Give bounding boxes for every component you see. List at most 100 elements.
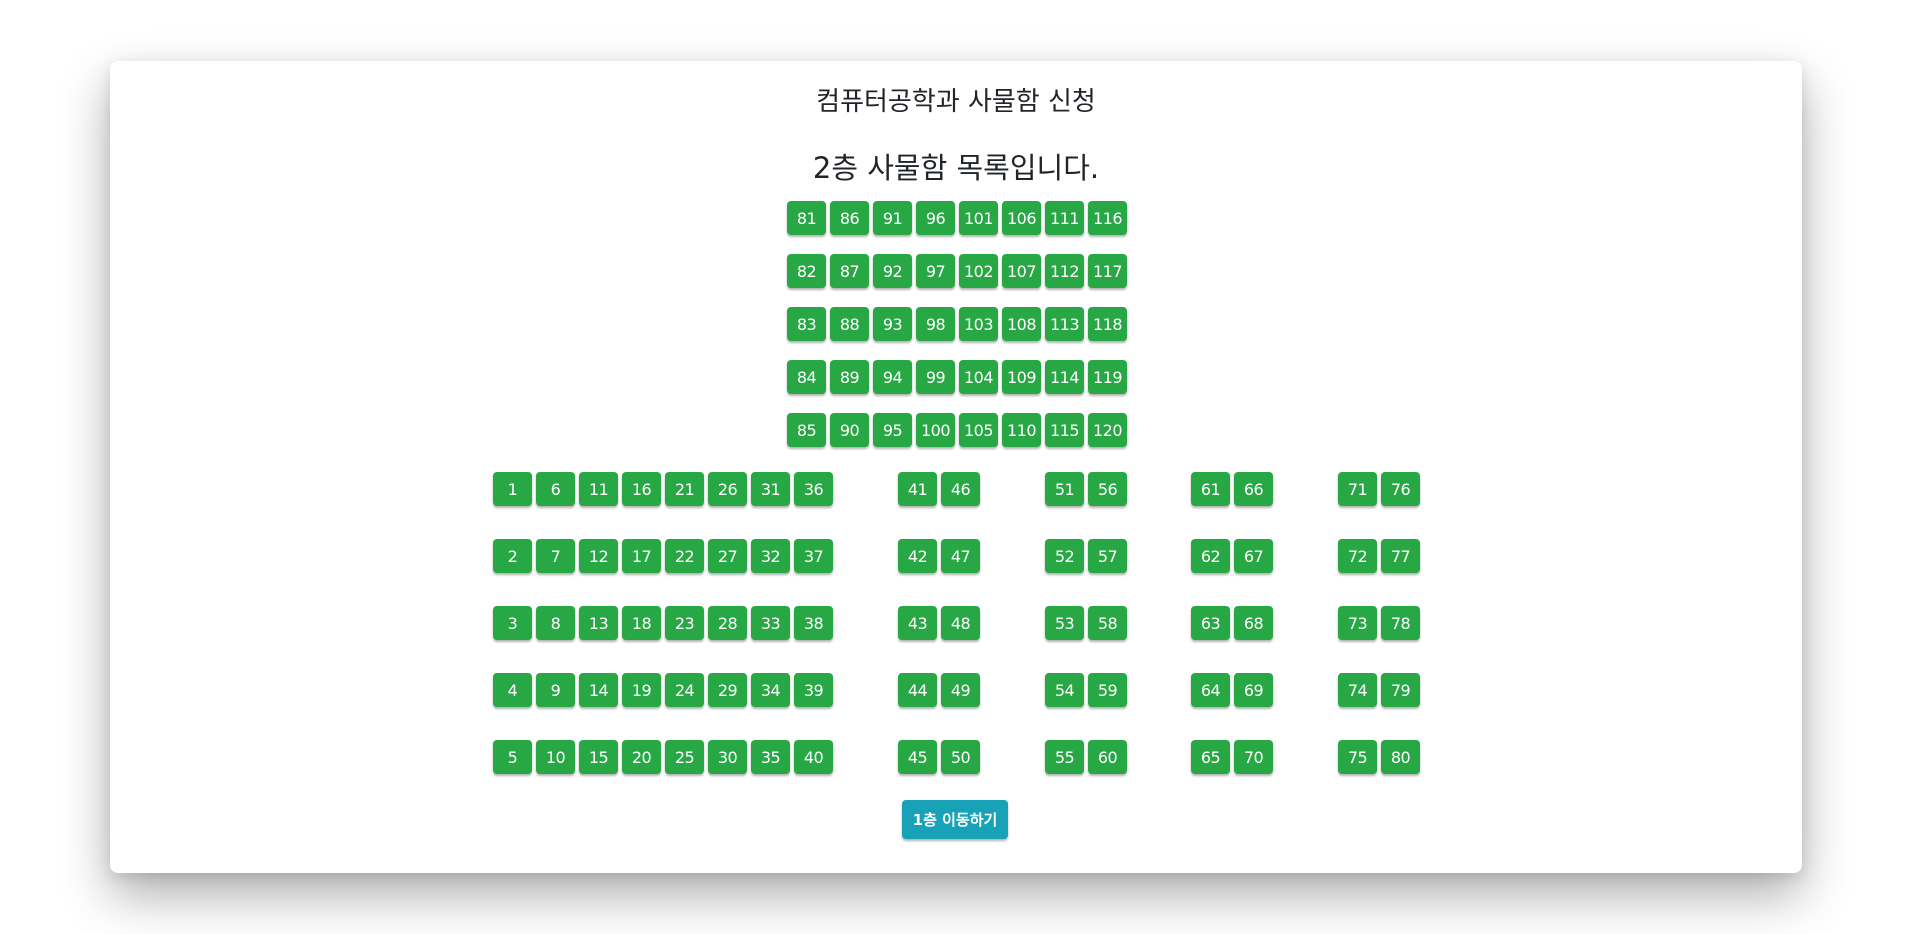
- locker-button-58[interactable]: 58: [1088, 606, 1127, 640]
- locker-button-55[interactable]: 55: [1045, 740, 1084, 774]
- locker-button-98[interactable]: 98: [916, 307, 955, 341]
- locker-button-94[interactable]: 94: [873, 360, 912, 394]
- locker-button-114[interactable]: 114: [1045, 360, 1084, 394]
- locker-button-39[interactable]: 39: [794, 673, 833, 707]
- locker-button-80[interactable]: 80: [1381, 740, 1420, 774]
- locker-button-95[interactable]: 95: [873, 413, 912, 447]
- locker-button-15[interactable]: 15: [579, 740, 618, 774]
- locker-button-81[interactable]: 81: [787, 201, 826, 235]
- locker-button-10[interactable]: 10: [536, 740, 575, 774]
- locker-button-37[interactable]: 37: [794, 539, 833, 573]
- locker-button-70[interactable]: 70: [1234, 740, 1273, 774]
- locker-button-65[interactable]: 65: [1191, 740, 1230, 774]
- locker-button-99[interactable]: 99: [916, 360, 955, 394]
- locker-button-87[interactable]: 87: [830, 254, 869, 288]
- locker-button-52[interactable]: 52: [1045, 539, 1084, 573]
- locker-button-33[interactable]: 33: [751, 606, 790, 640]
- locker-button-9[interactable]: 9: [536, 673, 575, 707]
- locker-button-19[interactable]: 19: [622, 673, 661, 707]
- locker-button-83[interactable]: 83: [787, 307, 826, 341]
- locker-button-25[interactable]: 25: [665, 740, 704, 774]
- locker-button-3[interactable]: 3: [493, 606, 532, 640]
- locker-button-22[interactable]: 22: [665, 539, 704, 573]
- locker-button-115[interactable]: 115: [1045, 413, 1084, 447]
- locker-button-96[interactable]: 96: [916, 201, 955, 235]
- locker-button-11[interactable]: 11: [579, 472, 618, 506]
- locker-button-100[interactable]: 100: [916, 413, 955, 447]
- locker-button-51[interactable]: 51: [1045, 472, 1084, 506]
- locker-button-72[interactable]: 72: [1338, 539, 1377, 573]
- locker-button-40[interactable]: 40: [794, 740, 833, 774]
- locker-button-29[interactable]: 29: [708, 673, 747, 707]
- locker-button-23[interactable]: 23: [665, 606, 704, 640]
- locker-button-116[interactable]: 116: [1088, 201, 1127, 235]
- locker-button-63[interactable]: 63: [1191, 606, 1230, 640]
- locker-button-90[interactable]: 90: [830, 413, 869, 447]
- locker-button-44[interactable]: 44: [898, 673, 937, 707]
- locker-button-21[interactable]: 21: [665, 472, 704, 506]
- locker-button-43[interactable]: 43: [898, 606, 937, 640]
- locker-button-118[interactable]: 118: [1088, 307, 1127, 341]
- locker-button-78[interactable]: 78: [1381, 606, 1420, 640]
- locker-button-61[interactable]: 61: [1191, 472, 1230, 506]
- locker-button-119[interactable]: 119: [1088, 360, 1127, 394]
- locker-button-75[interactable]: 75: [1338, 740, 1377, 774]
- locker-button-32[interactable]: 32: [751, 539, 790, 573]
- locker-button-85[interactable]: 85: [787, 413, 826, 447]
- locker-button-71[interactable]: 71: [1338, 472, 1377, 506]
- move-to-floor-1-button[interactable]: 1층 이동하기: [902, 800, 1008, 839]
- locker-button-73[interactable]: 73: [1338, 606, 1377, 640]
- locker-button-30[interactable]: 30: [708, 740, 747, 774]
- locker-button-120[interactable]: 120: [1088, 413, 1127, 447]
- locker-button-17[interactable]: 17: [622, 539, 661, 573]
- locker-button-89[interactable]: 89: [830, 360, 869, 394]
- locker-button-77[interactable]: 77: [1381, 539, 1420, 573]
- locker-button-106[interactable]: 106: [1002, 201, 1041, 235]
- locker-button-62[interactable]: 62: [1191, 539, 1230, 573]
- locker-button-57[interactable]: 57: [1088, 539, 1127, 573]
- locker-button-14[interactable]: 14: [579, 673, 618, 707]
- locker-button-20[interactable]: 20: [622, 740, 661, 774]
- locker-button-112[interactable]: 112: [1045, 254, 1084, 288]
- locker-button-68[interactable]: 68: [1234, 606, 1273, 640]
- locker-button-79[interactable]: 79: [1381, 673, 1420, 707]
- locker-button-74[interactable]: 74: [1338, 673, 1377, 707]
- locker-button-35[interactable]: 35: [751, 740, 790, 774]
- locker-button-12[interactable]: 12: [579, 539, 618, 573]
- locker-button-24[interactable]: 24: [665, 673, 704, 707]
- locker-button-47[interactable]: 47: [941, 539, 980, 573]
- locker-button-84[interactable]: 84: [787, 360, 826, 394]
- locker-button-16[interactable]: 16: [622, 472, 661, 506]
- locker-button-110[interactable]: 110: [1002, 413, 1041, 447]
- locker-button-34[interactable]: 34: [751, 673, 790, 707]
- locker-button-7[interactable]: 7: [536, 539, 575, 573]
- locker-button-102[interactable]: 102: [959, 254, 998, 288]
- locker-button-66[interactable]: 66: [1234, 472, 1273, 506]
- locker-button-76[interactable]: 76: [1381, 472, 1420, 506]
- locker-button-67[interactable]: 67: [1234, 539, 1273, 573]
- locker-button-69[interactable]: 69: [1234, 673, 1273, 707]
- locker-button-18[interactable]: 18: [622, 606, 661, 640]
- locker-button-36[interactable]: 36: [794, 472, 833, 506]
- locker-button-2[interactable]: 2: [493, 539, 532, 573]
- locker-button-88[interactable]: 88: [830, 307, 869, 341]
- locker-button-113[interactable]: 113: [1045, 307, 1084, 341]
- locker-button-13[interactable]: 13: [579, 606, 618, 640]
- locker-button-49[interactable]: 49: [941, 673, 980, 707]
- locker-button-8[interactable]: 8: [536, 606, 575, 640]
- locker-button-64[interactable]: 64: [1191, 673, 1230, 707]
- locker-button-54[interactable]: 54: [1045, 673, 1084, 707]
- locker-button-28[interactable]: 28: [708, 606, 747, 640]
- locker-button-92[interactable]: 92: [873, 254, 912, 288]
- locker-button-31[interactable]: 31: [751, 472, 790, 506]
- locker-button-5[interactable]: 5: [493, 740, 532, 774]
- locker-button-111[interactable]: 111: [1045, 201, 1084, 235]
- locker-button-97[interactable]: 97: [916, 254, 955, 288]
- locker-button-117[interactable]: 117: [1088, 254, 1127, 288]
- locker-button-6[interactable]: 6: [536, 472, 575, 506]
- locker-button-82[interactable]: 82: [787, 254, 826, 288]
- locker-button-45[interactable]: 45: [898, 740, 937, 774]
- locker-button-42[interactable]: 42: [898, 539, 937, 573]
- locker-button-41[interactable]: 41: [898, 472, 937, 506]
- locker-button-46[interactable]: 46: [941, 472, 980, 506]
